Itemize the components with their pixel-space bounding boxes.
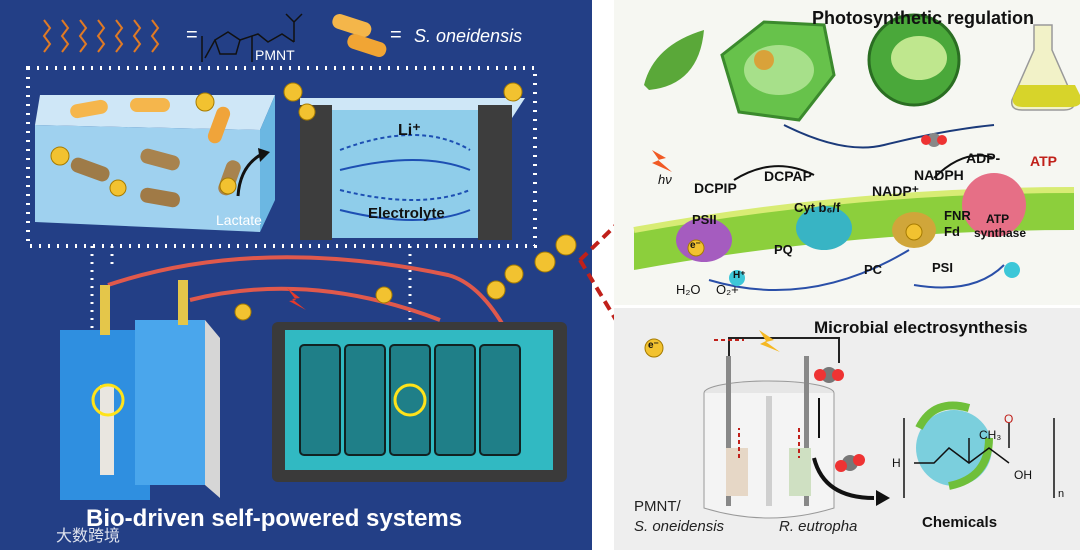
watermark: 大数跨境 [56, 528, 121, 545]
pmnt-structure-icon [201, 13, 303, 62]
li-ion-label: Li⁺ [398, 122, 421, 139]
left-panel-title: Bio-driven self-powered systems [86, 505, 463, 532]
carbonyl-o-label: O [1004, 412, 1014, 426]
zoom-frame [26, 66, 537, 248]
mes-electron-label: e⁻ [648, 340, 659, 351]
polymer-legend-icon [42, 19, 160, 53]
h-label: H [892, 456, 901, 470]
nadp-label: NADP⁺ [872, 183, 920, 199]
ch3-label: CH₃ [979, 428, 1002, 442]
pmnt-label: PMNT [255, 47, 295, 63]
cytb6f-label: Cyt b₆/f [794, 200, 841, 215]
legend-equals-2: = [390, 24, 402, 46]
left-panel-art [26, 13, 577, 500]
pc-label: PC [864, 262, 883, 277]
psii-label: PSII [692, 212, 717, 227]
electrosynthesis-art [644, 330, 1055, 519]
electrosynthesis-panel: Microbial electrosynthesis e⁻ PMNT/ S. o… [614, 308, 1080, 550]
pq-label: PQ [774, 242, 793, 257]
repeat-n-label: n [1058, 488, 1065, 500]
r-eutropha-label: R. eutropha [779, 518, 858, 535]
lactate-label: Lactate [216, 212, 262, 228]
psi-label: PSI [932, 260, 953, 275]
atp-synthase-label-1: ATP [986, 212, 1010, 226]
photo-electron-label: e⁻ [690, 240, 701, 251]
chemicals-label: Chemicals [922, 514, 998, 531]
bacteria-legend-icon [332, 13, 387, 57]
capacitor-block [300, 98, 525, 240]
mes-s-oneidensis-label: S. oneidensis [634, 518, 725, 535]
s-oneidensis-label: S. oneidensis [414, 26, 523, 46]
atp-label: ATP [1030, 153, 1057, 169]
hv-label: hν [658, 172, 672, 187]
oh-label: OH [1014, 468, 1032, 482]
battery-pack [272, 322, 567, 482]
biofilm-block [35, 95, 275, 232]
fd-label: Fd [944, 224, 960, 239]
o2-label: O₂+ [716, 282, 739, 297]
photosynthetic-panel: Photosynthetic regulation hν DCPIP DCPAP… [614, 0, 1080, 305]
fnr-label: FNR [944, 208, 971, 223]
h2o-label: H₂O [676, 282, 701, 297]
bio-cell [60, 280, 220, 500]
left-panel: = PMNT = S. oneidensis Lactate Li⁺ Elect… [0, 0, 592, 550]
pmnt-slash-label: PMNT/ [634, 498, 681, 515]
electrolyte-label: Electrolyte [368, 205, 445, 222]
dcpap-label: DCPAP [764, 168, 812, 184]
legend-equals-1: = [186, 24, 198, 46]
h-plus-label-1: H⁺ [733, 270, 746, 281]
atp-synthase-label-2: synthase [974, 226, 1027, 240]
nadph-label: NADPH [914, 167, 964, 183]
photosynthetic-title: Photosynthetic regulation [812, 8, 1035, 28]
dcpip-label: DCPIP [694, 180, 737, 196]
photosynthesis-art [633, 13, 1080, 291]
mes-title: Microbial electrosynthesis [814, 318, 1028, 337]
adp-label: ADP- [966, 150, 1001, 166]
